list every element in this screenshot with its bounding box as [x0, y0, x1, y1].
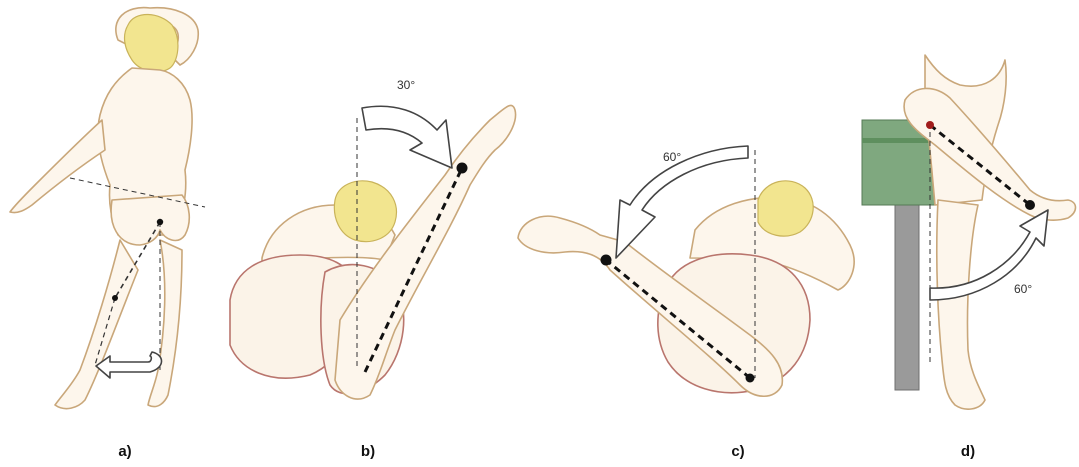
angle-label-b: 30° — [397, 78, 415, 92]
panel-label-a: a) — [118, 443, 131, 460]
panel-label-c: c) — [731, 443, 744, 460]
prone-figure-leg-lateral — [518, 146, 854, 396]
panel-d: 60° d) — [862, 55, 1076, 460]
angle-label-c: 60° — [663, 150, 681, 164]
panel-label-b: b) — [361, 443, 375, 460]
panel-c: 60° c) — [518, 146, 854, 460]
panel-a: a) — [10, 8, 205, 460]
panel-label-d: d) — [961, 443, 975, 460]
prone-figure-leg-raised — [230, 105, 516, 399]
angle-label-d: 60° — [1014, 282, 1032, 296]
table-leg — [895, 205, 919, 390]
standing-figure-back-view — [10, 8, 205, 409]
panel-b: 30° b) — [230, 78, 516, 460]
side-lying-figure-with-table — [862, 55, 1076, 409]
